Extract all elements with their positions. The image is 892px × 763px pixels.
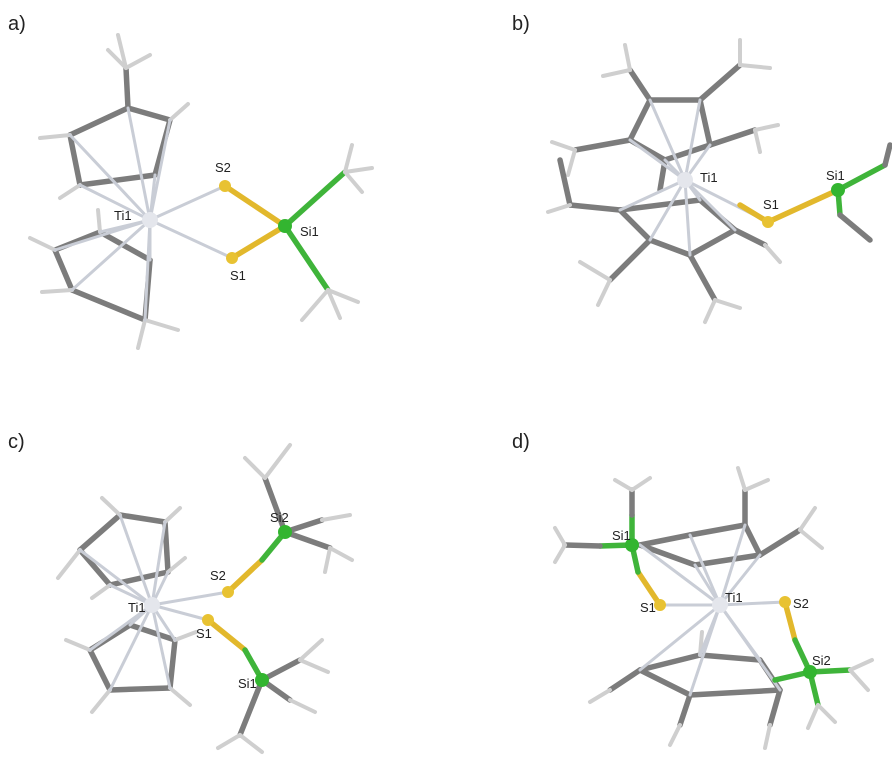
panel-c-s1-atom (202, 614, 214, 626)
panel-a-s1-atom (226, 252, 238, 264)
panel-a-molecule: S2 Ti1 Si1 S1 (28, 33, 374, 350)
panel-d-atom-label-si2: Si2 (812, 653, 831, 668)
panel-c-s2-atom (222, 586, 234, 598)
panel-c-atom-label-ti1: Ti1 (128, 600, 146, 615)
panel-c-silylthiolate-arms (150, 443, 354, 754)
panel-a-atom-label-s2: S2 (215, 160, 231, 175)
panel-b-molecule: Ti1 Si1 S1 (546, 38, 892, 324)
panel-d-si1-atom (625, 538, 639, 552)
panel-c-upper-cp-ring (56, 496, 187, 600)
panel-d-atom-label-ti1: Ti1 (725, 590, 743, 605)
panel-d: d) (512, 431, 874, 750)
panel-b-ti-ring-bonds (618, 98, 737, 257)
panel-a-label: a) (8, 13, 26, 35)
panel-c-si1-atom (255, 673, 269, 687)
panel-b: b) (512, 13, 892, 324)
panel-c-atom-label-si2: Si2 (270, 510, 289, 525)
panel-c-atom-label-s2: S2 (210, 568, 226, 583)
panel-c-label: c) (8, 431, 25, 453)
panel-b-si1-atom (831, 183, 845, 197)
panel-d-s1-atom (654, 599, 666, 611)
panel-c-atom-label-s1: S1 (196, 626, 212, 641)
panel-c-molecule: Si2 S2 Ti1 S1 Si1 (56, 443, 354, 754)
panel-a-s2-atom (219, 180, 231, 192)
panel-c-atom-label-si1: Si1 (238, 676, 257, 691)
panel-a-atom-label-ti1: Ti1 (114, 208, 132, 223)
panel-b-s1-atom (762, 216, 774, 228)
panel-d-s2-atom (779, 596, 791, 608)
panel-b-lower-cp-ring (546, 157, 782, 324)
panel-b-upper-cp-ring (550, 38, 780, 193)
panel-c-si2-atom (278, 525, 292, 539)
panel-d-molecule: Si1 S1 Ti1 S2 Si2 (553, 466, 874, 750)
panel-b-atom-label-ti1: Ti1 (700, 170, 718, 185)
panel-a-ti-atom (142, 212, 158, 228)
panel-b-atom-label-s1: S1 (763, 197, 779, 212)
panel-a-atom-label-s1: S1 (230, 268, 246, 283)
panel-d-label: d) (512, 431, 530, 453)
panel-b-ti-atom (677, 172, 693, 188)
panel-b-label: b) (512, 13, 530, 35)
panel-d-atom-label-si1: Si1 (612, 528, 631, 543)
panel-d-ti-ring-bonds (638, 523, 782, 697)
panel-a-si1-atom (278, 219, 292, 233)
panel-a-disulfide-chelate (148, 143, 374, 322)
panel-d-atom-label-s1: S1 (640, 600, 656, 615)
panel-d-si2-atom (803, 665, 817, 679)
panel-b-thiolate-silyl (683, 142, 892, 243)
panel-a-upper-cp-ring (38, 33, 190, 200)
panel-a: a) (8, 13, 374, 350)
panel-b-atom-label-si1: Si1 (826, 168, 845, 183)
panel-c-lower-cp-ring (64, 622, 198, 714)
panel-d-atom-label-s2: S2 (793, 596, 809, 611)
panel-c: c) (8, 431, 354, 754)
panel-d-upper-cp-ring (637, 466, 824, 568)
panel-d-ti-atom (712, 597, 728, 613)
panel-a-ti-ring-bonds (53, 106, 172, 322)
panel-c-ti-atom (144, 597, 160, 613)
panel-a-atom-label-si1: Si1 (300, 224, 319, 239)
